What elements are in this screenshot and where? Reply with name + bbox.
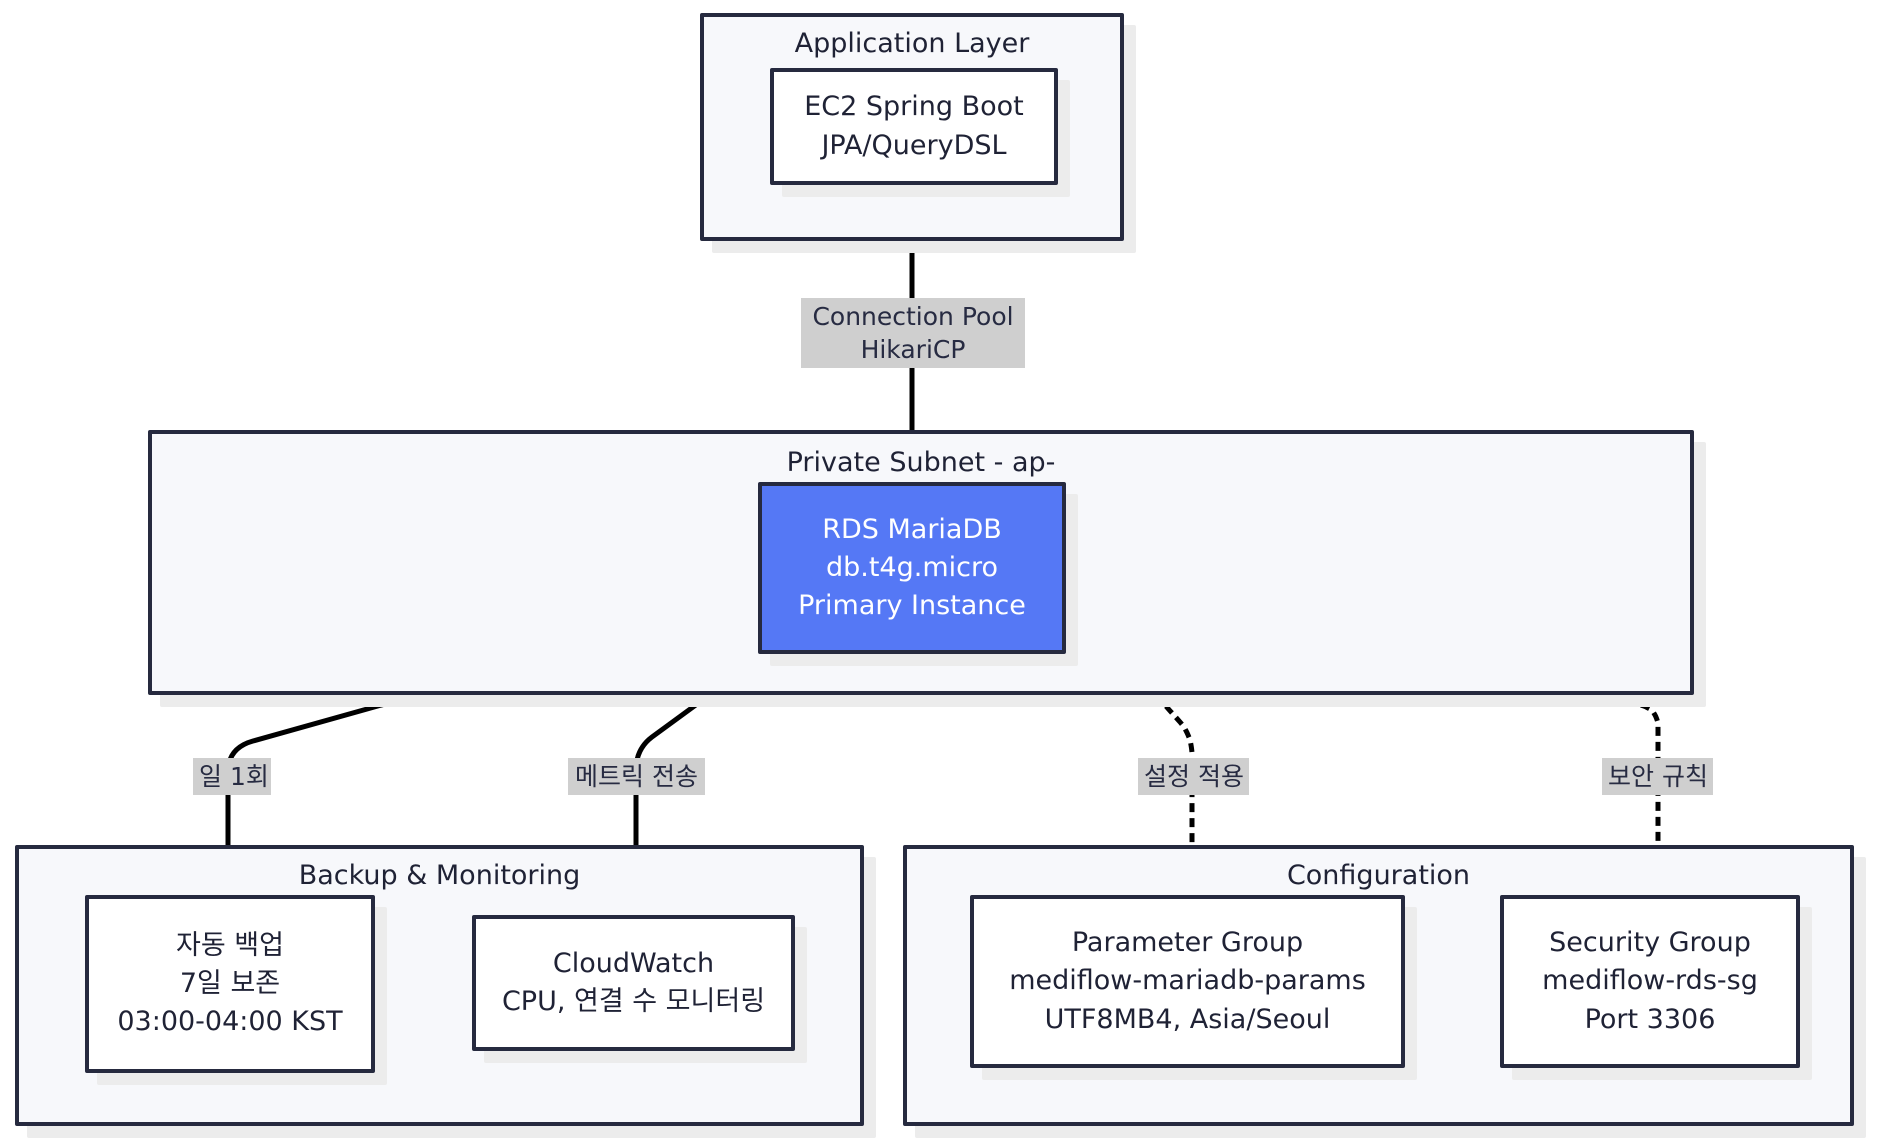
private-subnet-title: Private Subnet - ap- [786, 447, 1056, 478]
rds-line-2: db.t4g.micro [825, 551, 999, 583]
node-security-group[interactable]: Security Group mediflow-rds-sg Port 3306 [1500, 895, 1800, 1068]
rds-line-1: RDS MariaDB [822, 513, 1002, 545]
metric-send-line-1: 메트릭 전송 [575, 762, 698, 791]
application-layer-title: Application Layer [794, 28, 1030, 59]
ec2-line-1: EC2 Spring Boot [804, 91, 1024, 123]
parameter-group-line-2: mediflow-mariadb-params [1009, 965, 1366, 997]
config-apply-line-1: 설정 적용 [1144, 762, 1244, 791]
edge-label-config-apply: 설정 적용 [1138, 758, 1249, 795]
node-parameter-group[interactable]: Parameter Group mediflow-mariadb-params … [970, 895, 1405, 1068]
daily-once-line-1: 일 1회 [199, 762, 269, 791]
connection-pool-line-2: HikariCP [860, 335, 966, 364]
connection-pool-line-1: Connection Pool [812, 302, 1014, 331]
backup-line-1: 자동 백업 [176, 929, 284, 961]
edge-label-connection-pool: Connection Pool HikariCP [801, 298, 1025, 368]
security-group-line-2: mediflow-rds-sg [1542, 965, 1758, 997]
parameter-group-line-1: Parameter Group [1071, 927, 1304, 958]
node-rds-mariadb[interactable]: RDS MariaDB db.t4g.micro Primary Instanc… [758, 482, 1066, 654]
node-cloudwatch[interactable]: CloudWatch CPU, 연결 수 모니터링 [472, 915, 795, 1051]
ec2-line-2: JPA/QueryDSL [821, 129, 1007, 161]
edge-label-daily-once: 일 1회 [193, 758, 271, 795]
security-group-line-1: Security Group [1549, 927, 1751, 958]
security-group-line-3: Port 3306 [1584, 1003, 1716, 1035]
security-rule-line-1: 보안 규칙 [1608, 762, 1708, 791]
edge-label-metric-send: 메트릭 전송 [568, 758, 705, 795]
node-ec2-spring-boot[interactable]: EC2 Spring Boot JPA/QueryDSL [770, 68, 1058, 185]
backup-monitoring-title: Backup & Monitoring [298, 860, 581, 891]
cloudwatch-line-1: CloudWatch [552, 947, 715, 979]
backup-line-3: 03:00-04:00 KST [117, 1006, 343, 1038]
backup-line-2: 7일 보존 [179, 967, 281, 999]
configuration-title: Configuration [1286, 860, 1471, 891]
cloudwatch-line-2: CPU, 연결 수 모니터링 [501, 986, 766, 1017]
rds-line-3: Primary Instance [798, 590, 1026, 622]
parameter-group-line-3: UTF8MB4, Asia/Seoul [1044, 1003, 1331, 1035]
node-auto-backup[interactable]: 자동 백업 7일 보존 03:00-04:00 KST [85, 895, 375, 1073]
edge-label-security-rule: 보안 규칙 [1602, 758, 1713, 795]
